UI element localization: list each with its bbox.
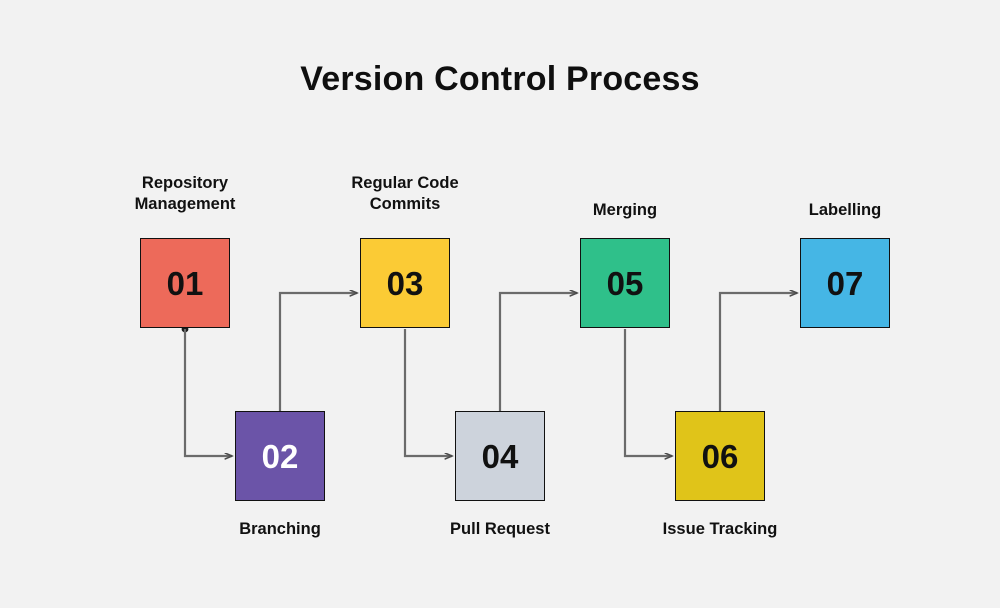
step-number-04: 04 <box>481 437 519 475</box>
step-number-07: 07 <box>826 264 864 302</box>
connector-path <box>498 293 577 411</box>
step-label-06: Issue Tracking <box>662 520 778 538</box>
connector-path <box>718 293 797 411</box>
step-number-05: 05 <box>606 264 644 302</box>
step-label-07: Labelling <box>808 201 882 219</box>
connector-01-to-02 <box>181 325 232 456</box>
connector-02-to-03 <box>278 293 357 411</box>
step-number-01: 01 <box>166 264 204 302</box>
step-node-04[interactable]: 04 <box>455 411 545 501</box>
connector-path <box>403 329 452 456</box>
step-node-07[interactable]: 07 <box>800 238 890 328</box>
step-node-05[interactable]: 05 <box>580 238 670 328</box>
step-node-03[interactable]: 03 <box>360 238 450 328</box>
step-node-02[interactable]: 02 <box>235 411 325 501</box>
connector-03-to-04 <box>403 329 452 456</box>
connector-06-to-07 <box>718 293 797 411</box>
connector-05-to-06 <box>623 329 672 456</box>
connector-path <box>183 329 232 456</box>
step-label-02: Branching <box>239 520 321 538</box>
step-node-01[interactable]: 01 <box>140 238 230 328</box>
step-label-05: Merging <box>592 201 658 219</box>
step-number-02: 02 <box>261 437 299 475</box>
step-label-01: Repository Management <box>134 174 236 214</box>
step-node-06[interactable]: 06 <box>675 411 765 501</box>
step-label-04: Pull Request <box>450 520 550 538</box>
connector-path <box>278 293 357 411</box>
step-label-03: Regular Code Commits <box>351 174 459 214</box>
step-number-06: 06 <box>701 437 739 475</box>
page-title: Version Control Process <box>300 60 700 98</box>
step-number-03: 03 <box>386 264 424 302</box>
connector-04-to-05 <box>498 293 577 411</box>
connector-path <box>623 329 672 456</box>
